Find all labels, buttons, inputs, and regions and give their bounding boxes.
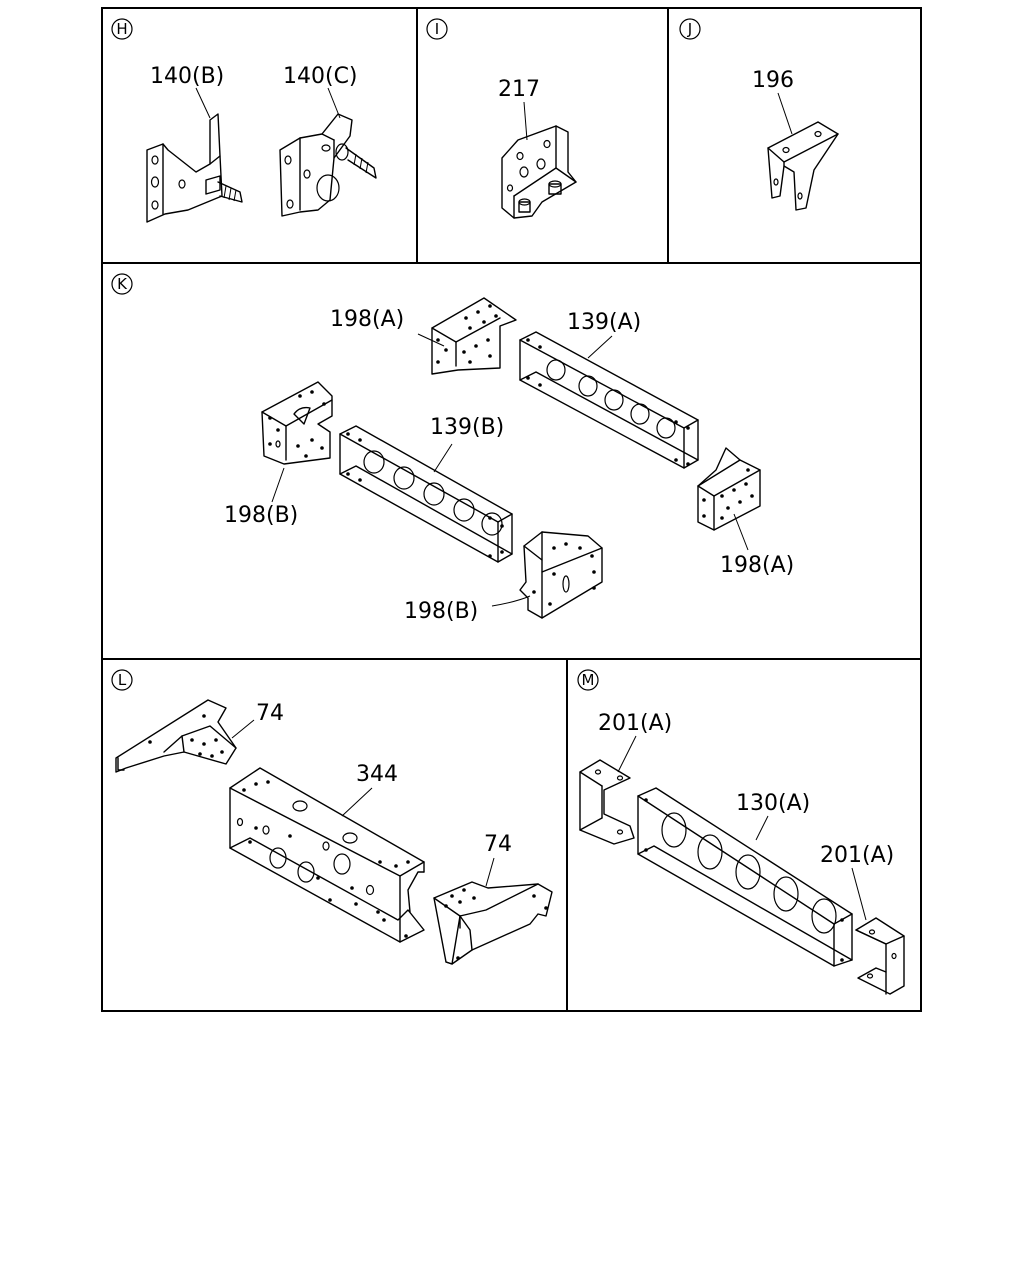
panel-l-id: L — [118, 671, 127, 689]
part-label-198b-left: 198(B) — [224, 503, 298, 528]
part-201a-right-drawing — [855, 917, 905, 995]
panel-i: I 217 — [426, 18, 577, 219]
part-198b-bottom-drawing — [519, 531, 603, 619]
panel-k: K 198(A) 139(A) 139(B) 198(B) 198(A) 198… — [111, 273, 794, 624]
panel-grid — [101, 7, 922, 1012]
part-74-top-drawing — [115, 699, 237, 773]
part-label-74-top: 74 — [256, 701, 284, 726]
part-label-198b-bottom: 198(B) — [404, 599, 478, 624]
part-label-198a-right: 198(A) — [720, 553, 794, 578]
part-140c-drawing — [279, 113, 377, 217]
part-201a-left-drawing — [579, 759, 635, 845]
part-label-139a: 139(A) — [567, 310, 641, 335]
panel-m-id: M — [582, 671, 595, 689]
part-label-139b: 139(B) — [430, 415, 504, 440]
panel-m: M 201(A) 130(A) 201(A) — [577, 669, 905, 995]
part-label-140c: 140(C) — [283, 64, 358, 89]
part-344-drawing — [229, 767, 425, 943]
panel-k-id: K — [117, 275, 128, 293]
part-74-bottom-drawing — [433, 881, 553, 965]
part-198a-right-drawing — [697, 447, 761, 531]
part-label-130a: 130(A) — [736, 791, 810, 816]
panel-j-id: J — [687, 20, 692, 38]
panel-l: L 74 344 74 — [111, 669, 553, 965]
part-196-drawing — [767, 121, 839, 211]
panel-h: H 140(B) 140(C) — [111, 18, 377, 223]
part-198b-left-drawing — [261, 381, 333, 465]
part-label-196: 196 — [752, 68, 794, 93]
part-139b-drawing — [339, 425, 513, 563]
part-130a-drawing — [637, 787, 853, 967]
part-label-201a-left: 201(A) — [598, 711, 672, 736]
part-label-74-bottom: 74 — [484, 832, 512, 857]
part-label-217: 217 — [498, 77, 540, 102]
part-217-drawing — [501, 125, 577, 219]
panel-j: J 196 — [679, 18, 839, 211]
part-label-198a-top: 198(A) — [330, 307, 404, 332]
part-label-140b: 140(B) — [150, 64, 224, 89]
part-label-344: 344 — [356, 762, 398, 787]
panel-h-id: H — [116, 20, 127, 38]
part-140b-drawing — [146, 113, 243, 223]
part-label-201a-right: 201(A) — [820, 843, 894, 868]
part-198a-top-drawing — [431, 297, 517, 375]
panel-i-id: I — [435, 20, 439, 38]
part-139a-drawing — [519, 331, 699, 469]
